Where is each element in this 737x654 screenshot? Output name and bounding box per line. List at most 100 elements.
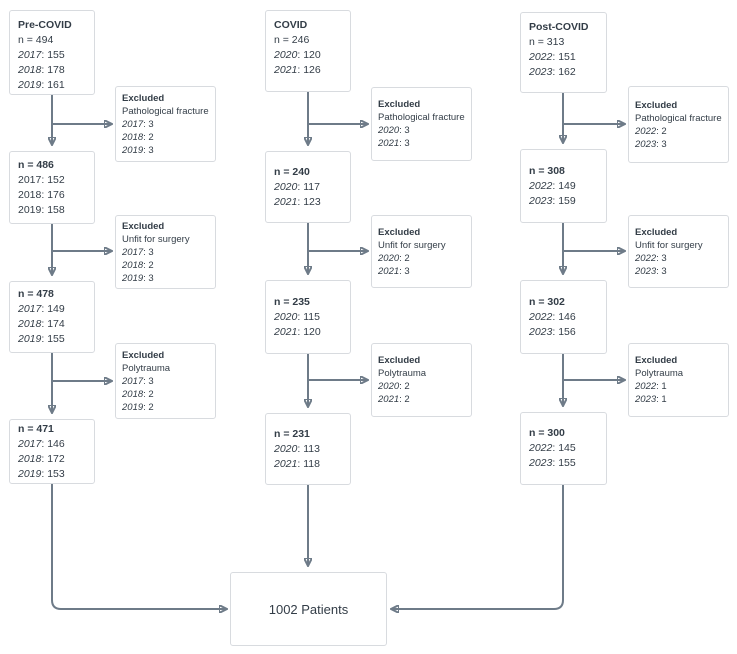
n-count: n = 302	[529, 295, 565, 308]
year-line: 2020: 3	[378, 124, 465, 137]
separator: :	[297, 180, 304, 193]
separator: :	[399, 252, 405, 264]
year-value: 3	[661, 265, 667, 277]
year-label: 2018	[18, 452, 42, 465]
year-value: 172	[47, 452, 65, 465]
year-line: 2022: 145	[529, 441, 598, 456]
year-line: 2017: 152	[18, 173, 86, 188]
year-value: 155	[558, 457, 576, 469]
year-line: 2017: 146	[18, 437, 86, 452]
year-value: 123	[303, 195, 321, 208]
year-label: 2021	[378, 265, 400, 277]
year-label: 2019	[122, 401, 144, 413]
box-pre-covid-initial: Pre-COVID n = 494 2017: 155 2018: 178 20…	[9, 10, 95, 95]
excluded-reason: Pathological fracture	[122, 105, 209, 117]
year-label: 2017	[122, 246, 144, 258]
n-count: n = 240	[274, 165, 310, 178]
year-line: 2017: 155	[18, 48, 86, 63]
year-value: 2	[404, 381, 410, 392]
cohort-title: Pre-COVID	[18, 19, 72, 31]
year-line: 2023: 155	[529, 456, 598, 471]
separator: :	[552, 457, 559, 469]
separator: :	[656, 381, 662, 392]
year-label: 2021	[378, 138, 400, 149]
excluded-title: Excluded	[635, 226, 678, 238]
separator: :	[41, 203, 48, 216]
separator: :	[143, 259, 149, 271]
year-line: 2017: 3	[122, 118, 209, 131]
separator: :	[143, 375, 149, 387]
excluded-title: Excluded	[122, 220, 165, 232]
year-line: 2021: 118	[274, 457, 342, 472]
year-line: 2023: 3	[635, 138, 722, 151]
year-label: 2021	[378, 394, 400, 405]
year-line: 2018: 2	[122, 131, 209, 144]
year-label: 2018	[122, 131, 144, 143]
separator: :	[143, 388, 149, 400]
year-value: 3	[148, 272, 154, 284]
separator: :	[552, 442, 559, 454]
year-value: 120	[303, 49, 321, 61]
year-label: 2023	[635, 394, 657, 405]
separator: :	[399, 138, 405, 149]
box-pre-covid-after-unfit-for-surgery: n = 478 2017: 149 2018: 174 2019: 155	[9, 281, 95, 353]
year-line: 2022: 151	[529, 50, 598, 65]
year-value: 146	[558, 310, 576, 323]
year-value: 3	[661, 138, 667, 150]
n-count: n = 246	[274, 34, 310, 46]
box-covid-after-pathological-fracture: n = 240 2020: 117 2021: 123	[265, 151, 351, 223]
year-line: 2022: 1	[635, 380, 722, 393]
year-value: 155	[47, 49, 65, 61]
year-line: 2020: 120	[274, 48, 342, 63]
year-label: 2017	[18, 49, 42, 61]
separator: :	[143, 401, 149, 413]
year-line: 2019: 3	[122, 144, 209, 157]
year-line: 2023: 162	[529, 65, 598, 80]
separator: :	[41, 49, 48, 61]
separator: :	[41, 79, 48, 91]
n-count: n = 300	[529, 427, 565, 439]
year-label: 2021	[274, 195, 298, 208]
separator: :	[143, 118, 149, 130]
year-line: 2023: 159	[529, 194, 598, 209]
year-value: 152	[47, 173, 65, 186]
separator: :	[297, 442, 304, 455]
n-count: n = 313	[529, 36, 565, 48]
year-line: 2022: 149	[529, 179, 598, 194]
year-value: 2	[148, 131, 154, 143]
year-value: 159	[558, 194, 576, 207]
box-post-covid-after-unfit-for-surgery: n = 302 2022: 146 2023: 156	[520, 280, 607, 354]
separator: :	[656, 394, 662, 405]
year-value: 174	[47, 318, 65, 330]
year-label: 2017	[18, 173, 42, 186]
separator: :	[143, 272, 149, 284]
year-value: 3	[404, 125, 410, 136]
excluded-reason: Unfit for surgery	[122, 233, 190, 245]
excluded-pre-covid-polytrauma: Excluded Polytrauma 2017: 3 2018: 2 2019…	[115, 343, 216, 419]
year-line: 2019: 161	[18, 78, 86, 93]
year-value: 3	[404, 265, 410, 277]
year-value: 2	[148, 401, 154, 413]
separator: :	[297, 310, 304, 323]
year-line: 2020: 113	[274, 442, 342, 457]
year-label: 2023	[635, 265, 657, 277]
year-line: 2019: 158	[18, 203, 86, 218]
year-label: 2019	[18, 79, 42, 91]
year-value: 156	[558, 325, 576, 338]
separator: :	[297, 457, 304, 470]
year-line: 2019: 155	[18, 332, 86, 347]
year-line: 2021: 2	[378, 393, 465, 406]
separator: :	[399, 265, 405, 277]
year-label: 2021	[274, 64, 298, 76]
box-covid-initial: COVID n = 246 2020: 120 2021: 126	[265, 10, 351, 92]
excluded-reason: Pathological fracture	[378, 112, 465, 123]
excluded-reason: Pathological fracture	[635, 112, 722, 124]
separator: :	[399, 125, 405, 136]
excluded-title: Excluded	[635, 355, 678, 366]
year-label: 2018	[18, 188, 42, 201]
year-line: 2023: 156	[529, 325, 598, 340]
year-value: 158	[47, 203, 65, 216]
separator: :	[656, 252, 662, 264]
year-value: 120	[303, 325, 321, 338]
